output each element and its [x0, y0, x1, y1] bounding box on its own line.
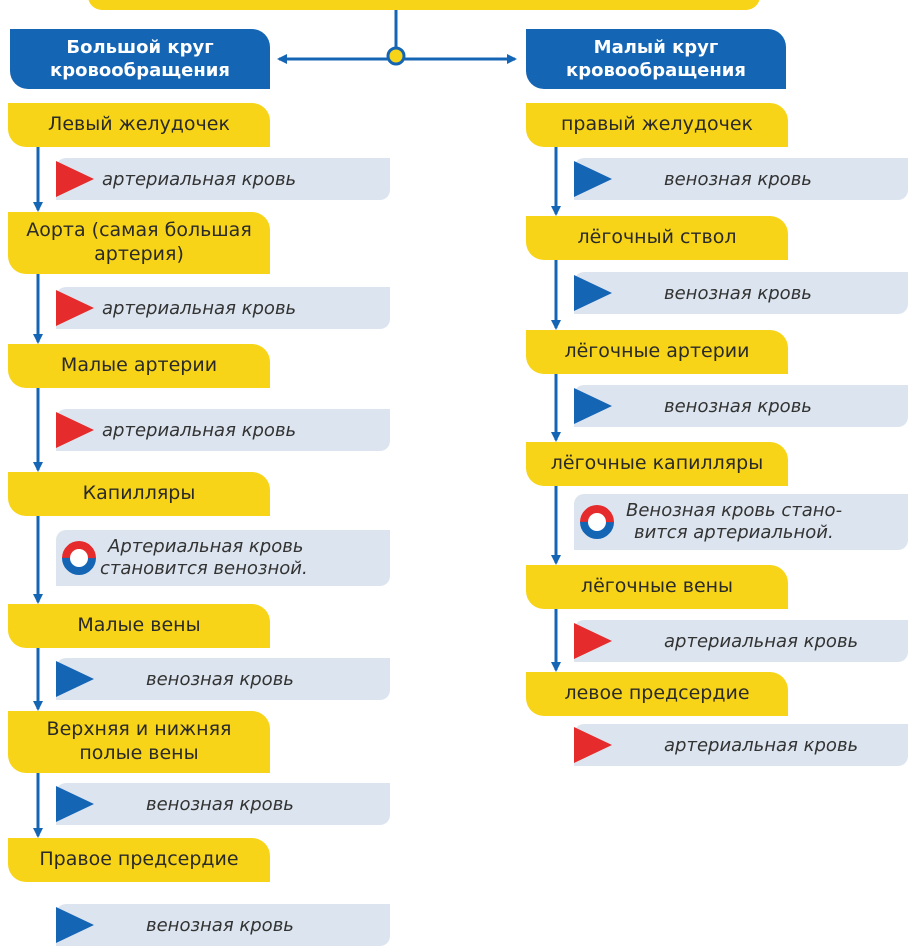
left-blood-panel-2: артериальная кровь — [56, 409, 390, 451]
left-blood-panel-1: артериальная кровь — [56, 287, 390, 329]
right-header: Малый круг кровообращения — [526, 29, 786, 89]
venous-triangle-icon — [574, 275, 612, 311]
venous-triangle-icon — [574, 161, 612, 197]
venous-triangle-icon — [56, 661, 94, 697]
right-node-4: лёгочные вены — [526, 565, 788, 609]
right-blood-panel-2: венозная кровь — [574, 385, 908, 427]
venous-triangle-icon — [56, 907, 94, 943]
arterial-triangle-icon — [56, 412, 94, 448]
left-blood-panel-5: венозная кровь — [56, 783, 390, 825]
right-blood-panel-4: артериальная кровь — [574, 620, 908, 662]
right-node-5: левое предсердие — [526, 672, 788, 716]
top-title-bar — [88, 0, 760, 10]
arterial-triangle-icon — [574, 623, 612, 659]
right-blood-text-1: венозная кровь — [664, 282, 812, 304]
right-blood-text-5: артериальная кровь — [664, 734, 859, 756]
left-node-4: Малые вены — [8, 604, 270, 648]
arterial-triangle-icon — [574, 727, 612, 763]
right-blood-panel-0: венозная кровь — [574, 158, 908, 200]
left-node-5: Верхняя и нижняя полые вены — [8, 711, 270, 773]
transition-line: становится венозной. — [100, 558, 308, 579]
right-blood-panel-5: артериальная кровь — [574, 724, 908, 766]
transition-line: Артериальная кровь — [108, 536, 304, 558]
left-node-0: Левый желудочек — [8, 103, 270, 147]
left-header: Большой круг кровообращения — [10, 29, 270, 89]
right-blood-text-4: артериальная кровь — [664, 630, 859, 652]
right-transition-panel-3: Венозная кровь стано-вится артериальной. — [572, 494, 908, 550]
left-blood-text-0: артериальная кровь — [102, 168, 297, 190]
right-node-2: лёгочные артерии — [526, 330, 788, 374]
right-transition-text-3: Венозная кровь стано-вится артериальной. — [626, 494, 842, 550]
right-blood-text-2: венозная кровь — [664, 395, 812, 417]
connector-lines — [33, 10, 561, 838]
right-node-1: лёгочный ствол — [526, 216, 788, 260]
blood-transition-ring-icon — [54, 533, 104, 583]
venous-triangle-icon — [56, 786, 94, 822]
blood-transition-ring-icon — [572, 497, 622, 547]
left-node-1: Аорта (самая большая артерия) — [8, 212, 270, 274]
right-blood-panel-1: венозная кровь — [574, 272, 908, 314]
left-blood-text-2: артериальная кровь — [102, 419, 297, 441]
left-blood-text-4: венозная кровь — [146, 668, 294, 690]
arterial-triangle-icon — [56, 290, 94, 326]
left-blood-panel-4: венозная кровь — [56, 658, 390, 700]
left-node-2: Малые артерии — [8, 344, 270, 388]
transition-line: вится артериальной. — [634, 522, 834, 543]
left-blood-text-5: венозная кровь — [146, 793, 294, 815]
left-blood-text-6: венозная кровь — [146, 914, 294, 936]
transition-line: Венозная кровь стано- — [626, 500, 843, 522]
left-blood-panel-6: венозная кровь — [56, 904, 390, 946]
left-blood-panel-0: артериальная кровь — [56, 158, 390, 200]
junction-dot — [386, 46, 406, 66]
left-node-3: Капилляры — [8, 472, 270, 516]
left-blood-text-1: артериальная кровь — [102, 297, 297, 319]
right-blood-text-0: венозная кровь — [664, 168, 812, 190]
arterial-triangle-icon — [56, 161, 94, 197]
venous-triangle-icon — [574, 388, 612, 424]
right-node-3: лёгочные капилляры — [526, 442, 788, 486]
left-node-6: Правое предсердие — [8, 838, 270, 882]
right-node-0: правый желудочек — [526, 103, 788, 147]
